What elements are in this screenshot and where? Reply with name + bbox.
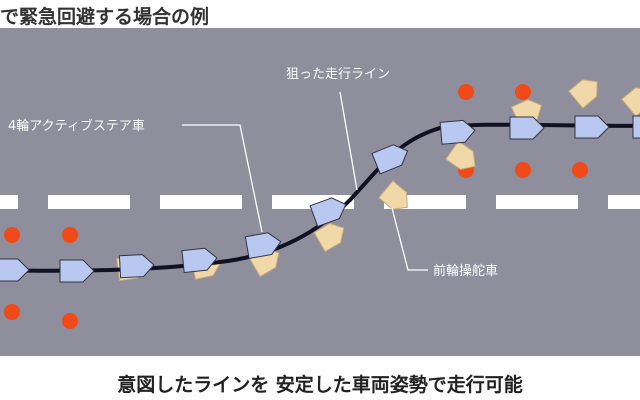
cone-icon xyxy=(62,227,78,243)
front-steer-car xyxy=(568,79,598,109)
leader-four-ws xyxy=(182,124,263,233)
leader-lines xyxy=(182,91,428,271)
four-ws-car xyxy=(118,254,155,279)
lane-dash xyxy=(0,195,18,209)
four-ws-car xyxy=(244,232,282,260)
lane-dash xyxy=(496,195,578,209)
cone-icon xyxy=(4,304,20,320)
front-steer-car xyxy=(445,140,476,170)
leader-target-line xyxy=(339,91,358,191)
four-ws-car xyxy=(181,247,218,274)
four-ws-car xyxy=(632,115,640,139)
lane-dash xyxy=(608,195,640,209)
cone-icon xyxy=(572,162,588,178)
cone-icon xyxy=(4,227,20,243)
cone-icon xyxy=(458,84,474,100)
diagram-title: で緊急回避する場合の例 xyxy=(0,6,210,28)
four-ws-car xyxy=(439,119,476,145)
label-four-ws-car: 4輪アクティブステア車 xyxy=(8,118,145,134)
front-steer-car xyxy=(378,180,408,210)
front-steer-car xyxy=(621,87,640,117)
four-ws-car xyxy=(309,197,347,228)
lane-dash xyxy=(48,195,130,209)
four-ws-car xyxy=(0,258,30,282)
four-ws-car xyxy=(509,116,545,140)
four-ws-car-group xyxy=(0,115,640,283)
label-front-steer-car: 前輪操舵車 xyxy=(433,263,498,279)
leader-front-steer xyxy=(391,207,428,271)
cone-icon xyxy=(515,84,531,100)
diagram-caption: 意図したラインを 安定した車両姿勢で走行可能 xyxy=(117,374,523,396)
four-ws-car xyxy=(574,115,610,139)
four-ws-car xyxy=(371,144,409,175)
cone-icon xyxy=(62,313,78,329)
road-surface xyxy=(0,28,640,356)
cone-icon xyxy=(515,162,531,178)
label-target-line: 狙った走行ライン xyxy=(286,67,390,82)
lane-dash xyxy=(160,195,242,209)
four-ws-car xyxy=(59,259,95,283)
front-steer-car xyxy=(313,222,345,253)
